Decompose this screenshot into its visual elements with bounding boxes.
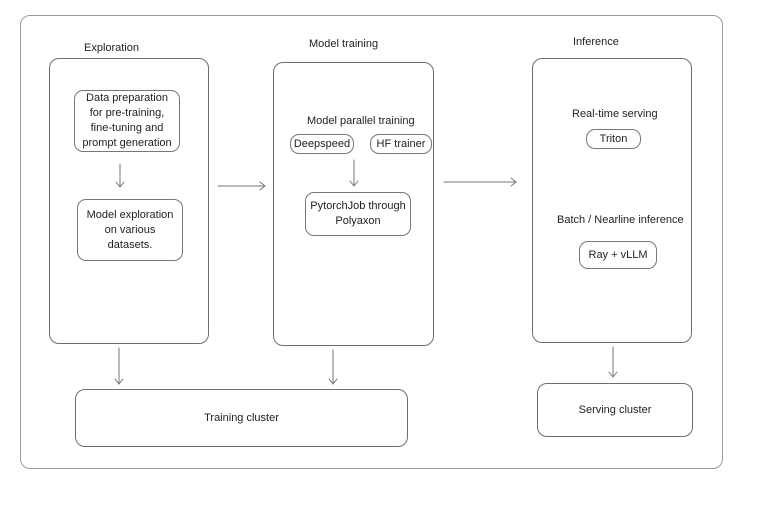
exploration-title: Exploration (84, 42, 140, 54)
arrow-dataprep-to-exploration (115, 163, 125, 188)
hf-trainer-node: HF trainer (370, 134, 432, 154)
inference-box (532, 58, 692, 343)
model-parallel-training-label: Model parallel training (307, 115, 415, 127)
training-cluster-box (75, 389, 408, 447)
batch-nearline-inference-label: Batch / Nearline inference (557, 214, 684, 226)
diagram-frame (20, 15, 723, 469)
model-training-title: Model training (309, 38, 379, 50)
data-preparation-node: Data preparation for pre-training, fine-… (74, 90, 180, 152)
arrow-exploration-to-cluster (114, 347, 124, 385)
serving-cluster-label: Serving cluster (578, 404, 652, 416)
training-cluster-label: Training cluster (204, 412, 279, 424)
serving-cluster-box (537, 383, 693, 437)
deepspeed-node: Deepspeed (290, 134, 354, 154)
arrow-training-to-cluster (328, 349, 338, 385)
arrow-inference-to-serving-cluster (608, 346, 618, 378)
arrow-exploration-to-training (217, 181, 266, 191)
triton-node: Triton (586, 129, 641, 149)
ray-vllm-node: Ray + vLLM (579, 241, 657, 269)
model-exploration-node: Model exploration on various datasets. (77, 199, 183, 261)
real-time-serving-label: Real-time serving (572, 108, 658, 120)
inference-title: Inference (573, 36, 619, 48)
arrow-training-to-inference (443, 177, 517, 187)
arrow-deepspeed-to-pytorchjob (349, 159, 359, 187)
pytorchjob-node: PytorchJob through Polyaxon (305, 192, 411, 236)
